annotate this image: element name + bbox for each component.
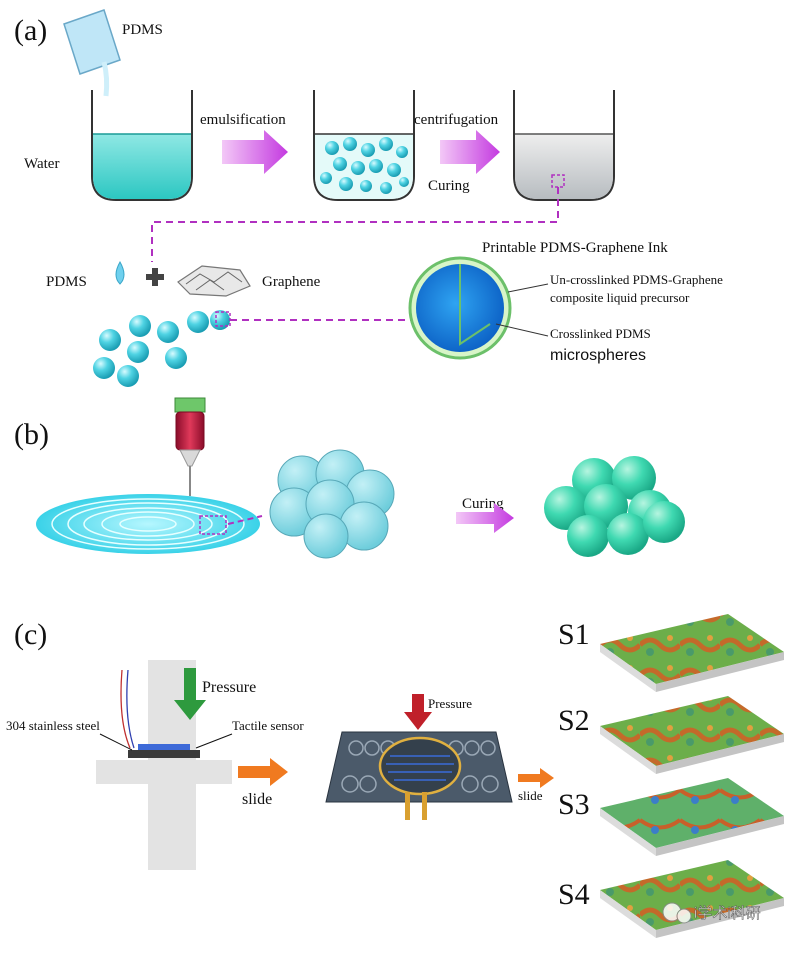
callout-2-line-1: Crosslinked PDMS [550, 326, 651, 341]
beaker-cured [513, 90, 615, 201]
pdms-pour-label: PDMS [122, 22, 163, 38]
syringe-icon [174, 397, 206, 496]
callout-line-1 [507, 283, 549, 293]
microspheres-cluster [93, 310, 231, 387]
callout-1-line-2: composite liquid precursor [550, 290, 690, 305]
curing-label-b: Curing [462, 496, 504, 512]
graphene-sheet-icon [177, 265, 251, 297]
cured-sphere-cluster [544, 456, 685, 557]
slide-label-left: slide [242, 791, 272, 808]
sample-plate-s2 [600, 696, 784, 774]
dashed-connector-3 [227, 515, 263, 525]
sample-plate-s4 [600, 860, 784, 938]
arrow-emulsification [222, 130, 288, 174]
graphene-label: Graphene [262, 274, 321, 290]
water-label: Water [24, 156, 59, 172]
pressure-label-mid: Pressure [428, 696, 472, 711]
panel-label-c: (c) [14, 618, 47, 651]
ink-title: Printable PDMS-Graphene Ink [482, 240, 668, 256]
pressure-arrow-red [404, 694, 432, 730]
sample-label-s3: S3 [558, 788, 590, 821]
callout-2-line-2: microspheres [550, 347, 646, 364]
sample-label-s4: S4 [558, 878, 590, 911]
tactile-pointer [195, 733, 233, 749]
plus-icon [146, 268, 164, 286]
sensor-board [325, 731, 513, 820]
uncured-sphere-cluster [269, 449, 395, 559]
watermark: i学术i科研 [662, 902, 761, 924]
arrow-centrifugation [440, 130, 500, 174]
slide-label-mid: slide [518, 788, 543, 803]
slide-arrow-left [238, 758, 288, 786]
emulsification-label: emulsification [200, 112, 286, 128]
slide-arrow-mid [518, 768, 554, 788]
sample-label-s2: S2 [558, 704, 590, 737]
pressure-arrow-green [174, 668, 206, 720]
arrow-curing-b [456, 503, 514, 533]
panel-label-b: (b) [14, 418, 49, 451]
pdms-drop-icon [115, 260, 125, 285]
centrifugation-label: centrifugation [414, 112, 499, 128]
curing-label-a: Curing [428, 178, 470, 194]
sample-plate-s1 [600, 614, 784, 692]
steel-label: 304 stainless steel [6, 718, 100, 733]
panel-label-a: (a) [14, 14, 47, 47]
sample-plate-s3 [600, 778, 784, 856]
friction-tester [96, 660, 232, 870]
callout-line-2 [495, 323, 549, 337]
dashed-connector-1 [151, 187, 559, 262]
tactile-label: Tactile sensor [232, 718, 304, 733]
pressure-label-left: Pressure [202, 679, 256, 696]
steel-pointer [99, 733, 133, 751]
callout-1-line-1: Un-crosslinked PDMS-Graphene [550, 272, 723, 287]
emulsion-droplets [320, 137, 409, 194]
pdms-label-small: PDMS [46, 274, 87, 290]
pdms-pour-cup [63, 9, 121, 97]
ink-sphere [408, 256, 512, 360]
printed-spiral-disk [36, 494, 260, 554]
beaker-water [91, 90, 193, 201]
sample-label-s1: S1 [558, 618, 590, 651]
watermark-text: i学术i科研 [694, 905, 761, 922]
